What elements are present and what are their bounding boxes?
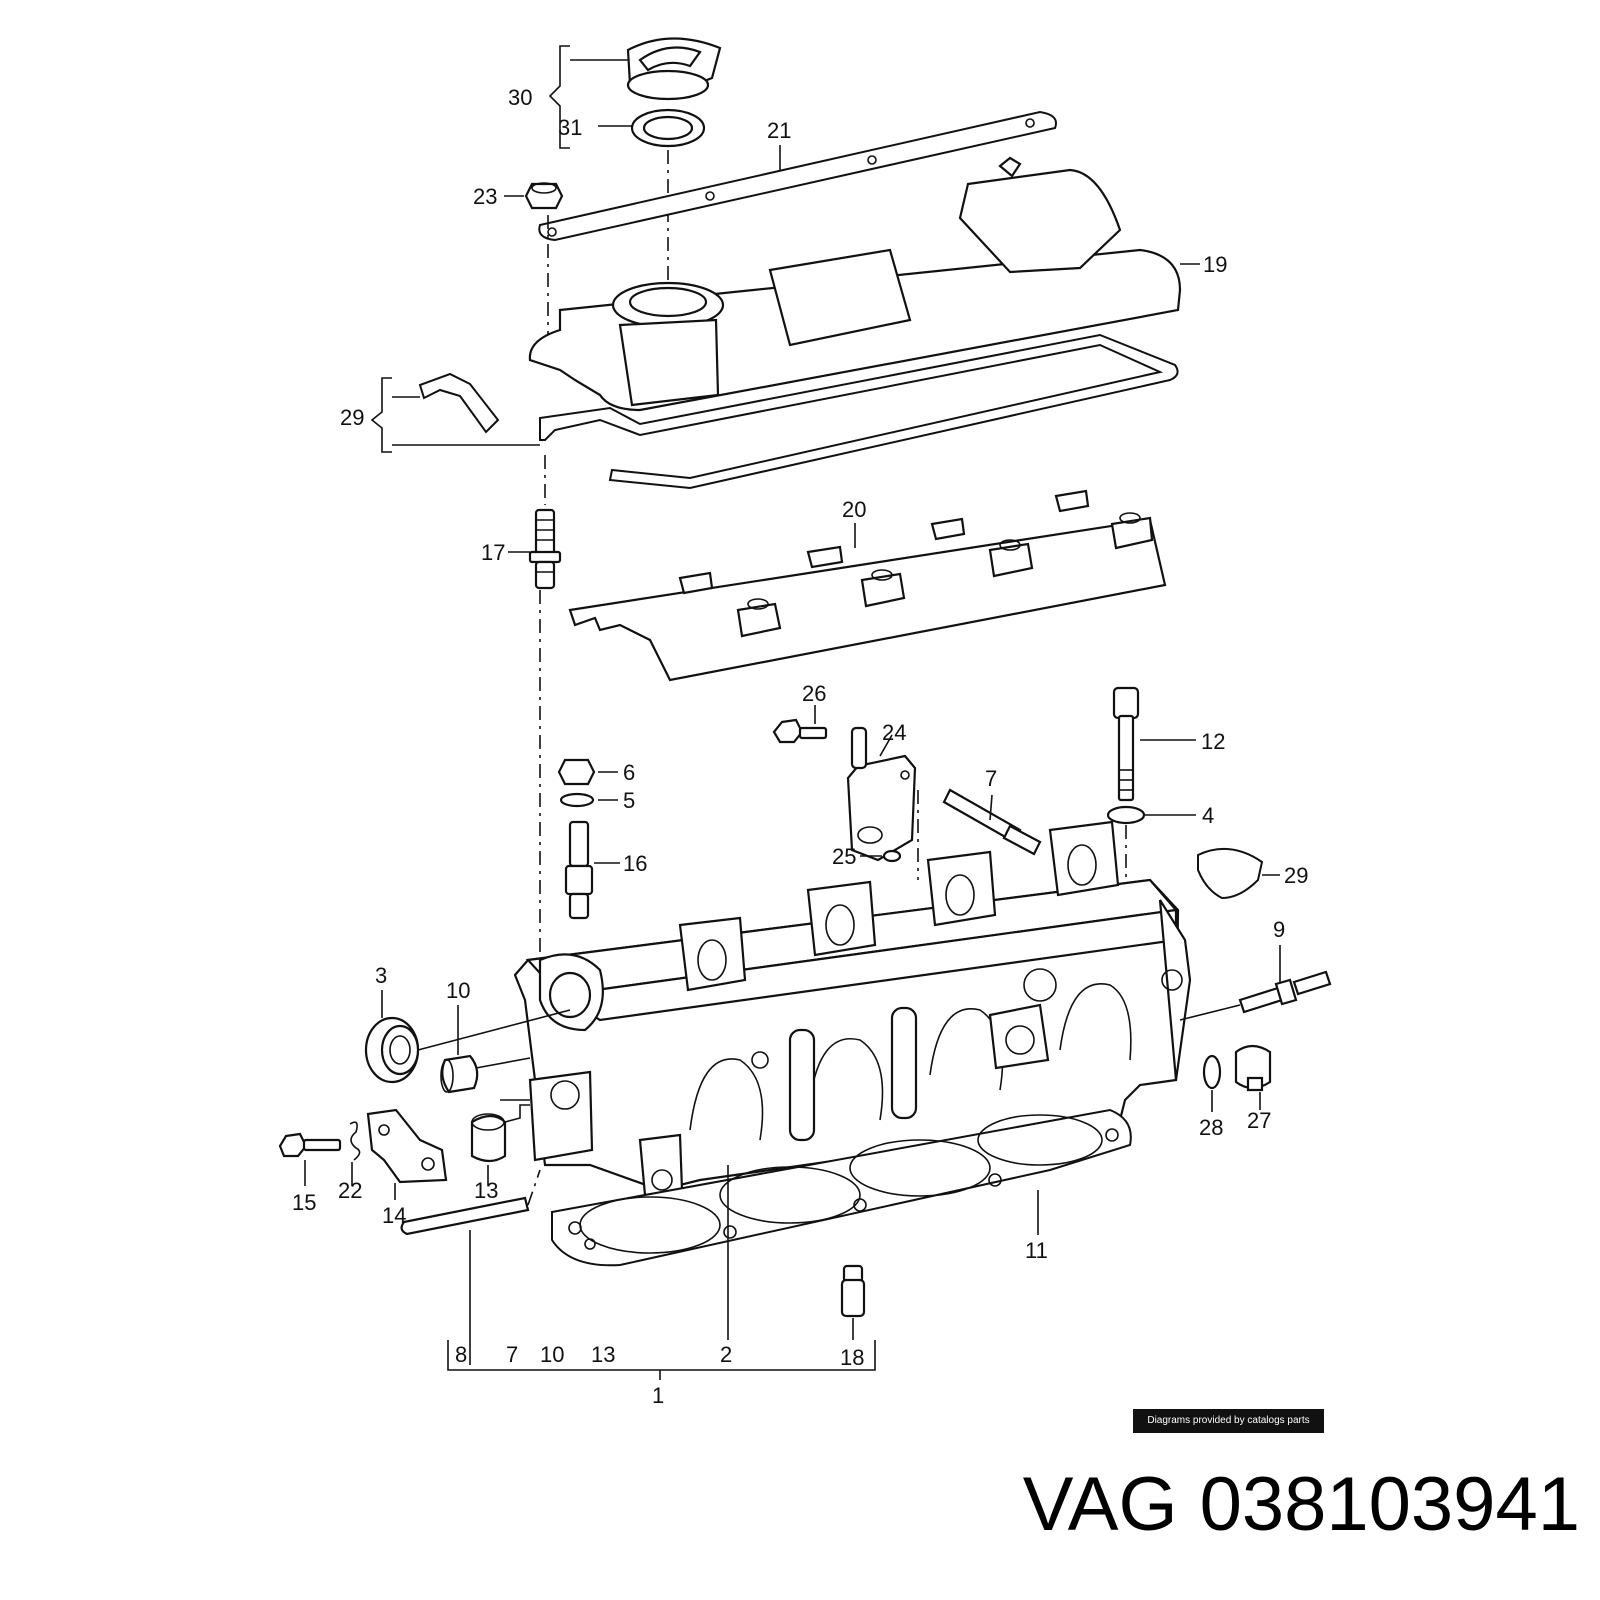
plug-washer[interactable] xyxy=(1202,1054,1222,1090)
breather-housing[interactable] xyxy=(846,726,917,862)
credit-banner: Diagrams provided by catalogs parts xyxy=(1133,1409,1324,1433)
callout-3: 3 xyxy=(375,963,387,988)
filler-cap-seal[interactable] xyxy=(630,108,706,148)
bracket-29-top xyxy=(370,377,392,453)
callout-21: 21 xyxy=(767,118,791,143)
callout-25: 25 xyxy=(832,844,856,869)
callout-10: 10 xyxy=(446,978,470,1003)
callout-4: 4 xyxy=(1202,803,1214,828)
cylinder-head[interactable] xyxy=(513,820,1192,1197)
callout-10-bottom: 10 xyxy=(540,1342,564,1367)
camshaft-oil-seal[interactable] xyxy=(364,1016,420,1084)
seal-guide xyxy=(417,1009,571,1051)
callout-24: 24 xyxy=(882,720,906,745)
callout-17: 17 xyxy=(481,540,505,565)
callout-7-bottom: 7 xyxy=(506,1342,518,1367)
breather-bolt[interactable] xyxy=(772,718,828,744)
valve-cover[interactable] xyxy=(528,156,1182,412)
half-moon-seal[interactable] xyxy=(1197,847,1264,900)
plug-guide xyxy=(475,1057,531,1069)
callout-22: 22 xyxy=(338,1178,362,1203)
callout-29-right: 29 xyxy=(1284,863,1308,888)
exhaust-stud[interactable] xyxy=(564,820,594,920)
mounting-bracket[interactable] xyxy=(366,1108,448,1184)
callout-7-top: 7 xyxy=(985,766,997,791)
callout-27: 27 xyxy=(1247,1108,1271,1133)
long-stud-axis xyxy=(527,1169,541,1206)
bracket-bolt[interactable] xyxy=(278,1132,342,1158)
oil-plug[interactable] xyxy=(1234,1044,1272,1092)
manifold-stud[interactable] xyxy=(942,788,1042,856)
cover-stud[interactable] xyxy=(528,508,562,590)
cylinder-head-gasket[interactable] xyxy=(551,1108,1132,1267)
exhaust-nut[interactable] xyxy=(557,758,596,786)
part-number: 038103941 xyxy=(1199,1462,1580,1547)
spring-clip[interactable] xyxy=(349,1121,361,1161)
exhaust-washer[interactable] xyxy=(559,792,595,808)
callout-29-top: 29 xyxy=(340,405,364,430)
callout-2: 2 xyxy=(720,1342,732,1367)
breather-o-ring[interactable] xyxy=(882,849,902,863)
callout-31: 31 xyxy=(558,115,582,140)
callout-11: 11 xyxy=(1025,1238,1048,1263)
callout-26: 26 xyxy=(802,681,826,706)
oil-deflector-plate[interactable] xyxy=(568,489,1167,682)
valve-cover-top-gasket[interactable] xyxy=(538,110,1057,242)
callout-12: 12 xyxy=(1201,729,1225,754)
callout-13-bottom: 13 xyxy=(591,1342,615,1367)
callout-16: 16 xyxy=(623,851,647,876)
callout-28: 28 xyxy=(1199,1115,1223,1140)
callout-8: 8 xyxy=(455,1342,467,1367)
half-moon-seal-strip[interactable] xyxy=(418,372,500,434)
callout-23: 23 xyxy=(473,184,497,209)
callout-13: 13 xyxy=(474,1178,498,1203)
leader-7 xyxy=(989,794,993,821)
callout-30: 30 xyxy=(508,85,532,110)
leader-24 xyxy=(879,734,893,757)
valve-guide[interactable] xyxy=(840,1264,866,1318)
callout-14: 14 xyxy=(382,1203,406,1228)
head-bolt-washer[interactable] xyxy=(1106,805,1146,825)
brand-name: VAG xyxy=(1022,1462,1178,1547)
callout-9: 9 xyxy=(1273,917,1285,942)
callout-19: 19 xyxy=(1203,252,1227,277)
exhaust-manifold-stud[interactable] xyxy=(1238,970,1332,1014)
callout-5: 5 xyxy=(623,788,635,813)
valve-cover-gasket[interactable] xyxy=(539,333,1179,490)
bracket-1 xyxy=(447,1340,876,1371)
sealing-plug[interactable] xyxy=(440,1054,479,1094)
callout-1: 1 xyxy=(652,1383,664,1408)
oil-filler-cap[interactable] xyxy=(626,37,722,101)
sleeve-guide xyxy=(504,1104,530,1123)
dowel-sleeve[interactable] xyxy=(470,1113,507,1163)
callout-18: 18 xyxy=(840,1345,864,1370)
long-stud[interactable] xyxy=(400,1196,530,1236)
callout-20: 20 xyxy=(842,497,866,522)
cylinder-head-bolt[interactable] xyxy=(1112,686,1140,802)
cover-nut[interactable] xyxy=(524,182,564,210)
callout-6: 6 xyxy=(623,760,635,785)
bracket-30 xyxy=(548,45,570,149)
stud-guide xyxy=(1179,1004,1241,1021)
callout-15: 15 xyxy=(292,1190,316,1215)
